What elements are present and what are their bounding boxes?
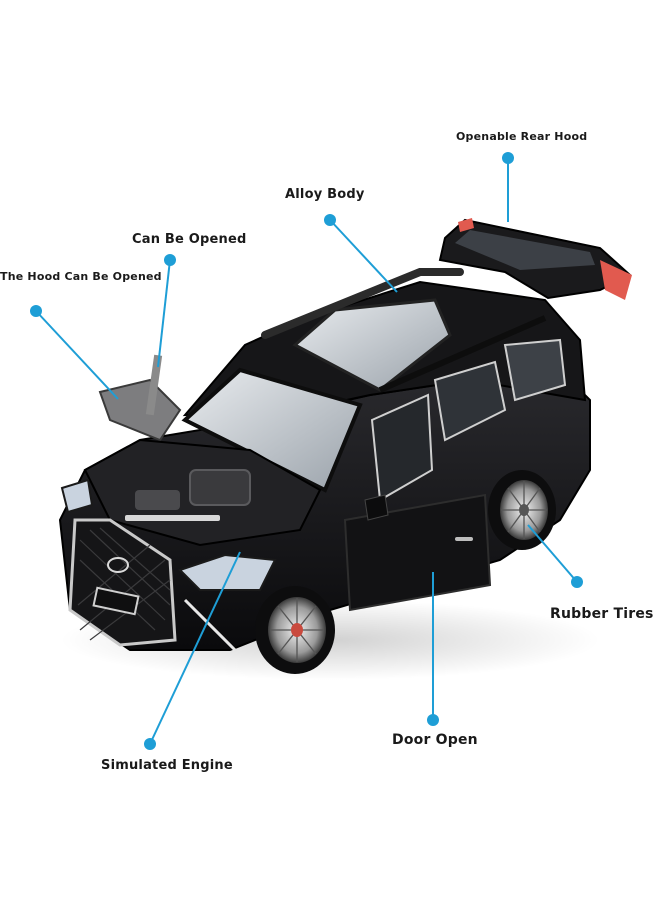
callout-simulated-engine: Simulated Engine [101, 758, 233, 773]
rear-wheel [488, 470, 556, 550]
license-plate [92, 586, 140, 616]
sunroof [292, 298, 452, 392]
grille [68, 518, 177, 647]
drl-strip [183, 598, 237, 652]
toy-suv [58, 218, 632, 674]
rear-hatch-glass [455, 230, 595, 270]
open-hood [98, 378, 182, 442]
callout-rear-hood: Openable Rear Hood [456, 130, 588, 143]
door-handle [455, 537, 473, 541]
headlight-left [60, 478, 94, 514]
callout-rubber-tires: Rubber Tires [550, 606, 654, 622]
tail-light [600, 260, 632, 300]
roof-rail-2 [378, 315, 547, 393]
callout-lines [35, 158, 578, 745]
callout-can-be-opened: Can Be Opened [132, 232, 247, 247]
side-window-front [370, 393, 434, 502]
tail-light-top [458, 218, 474, 232]
callout-dots [30, 152, 583, 750]
roof-rail [261, 268, 464, 339]
engine-strip [125, 515, 220, 521]
open-door [343, 493, 492, 612]
engine-part [135, 490, 180, 510]
logo-badge [107, 557, 129, 573]
front-wheel [255, 586, 335, 674]
side-window-rear [503, 338, 567, 402]
side-mirror [364, 494, 389, 521]
callout-hood-opened: The Hood Can Be Opened [0, 270, 162, 283]
engine-block [189, 469, 251, 506]
callout-door-open: Door Open [392, 732, 478, 748]
headlight-right [178, 553, 277, 591]
hood-strut [145, 354, 163, 416]
callout-alloy-body: Alloy Body [285, 187, 365, 202]
side-window-mid [433, 360, 507, 442]
